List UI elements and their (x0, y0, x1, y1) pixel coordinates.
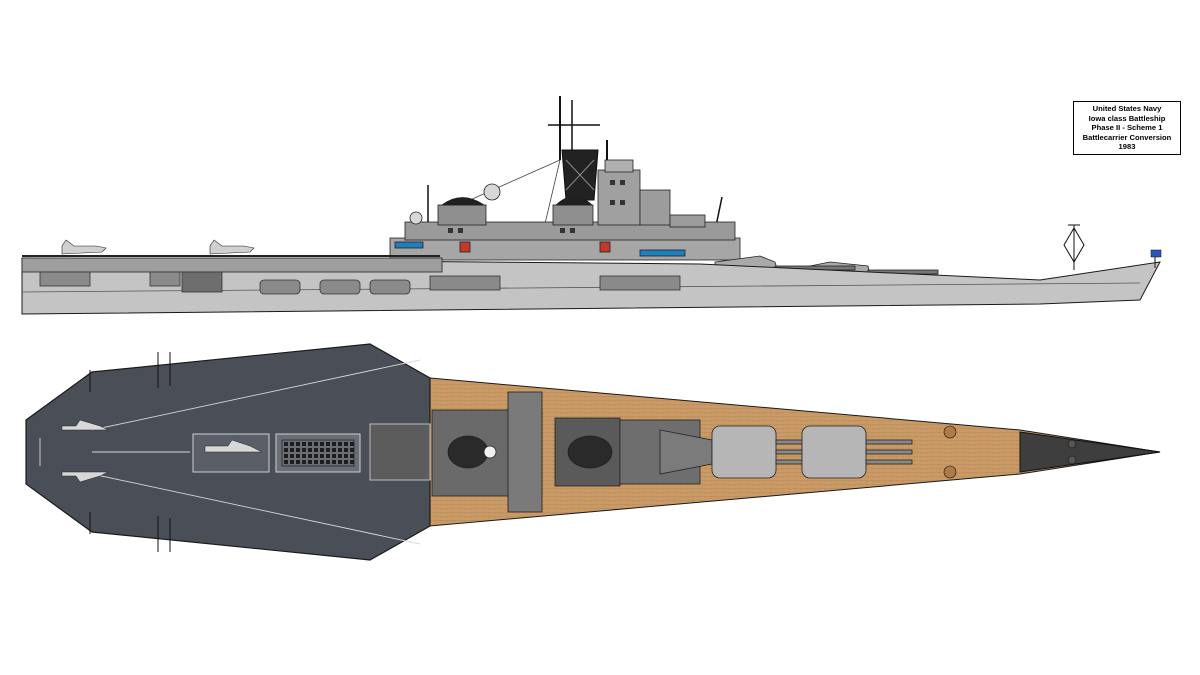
vent-cell (338, 454, 342, 458)
vent-cell (350, 454, 354, 458)
bow-radar-mast (1063, 224, 1085, 270)
turret-1-top (801, 425, 913, 479)
vent-cell (338, 442, 342, 446)
harrier-top-1 (61, 419, 109, 431)
vent-cell (314, 460, 318, 464)
vent-cell (290, 448, 294, 452)
vent-cell (314, 454, 318, 458)
vent-cell (284, 442, 288, 446)
vent-cell (308, 454, 312, 458)
harrier-mid-side (209, 239, 255, 255)
vent-cell (338, 460, 342, 464)
vent-cell (350, 460, 354, 464)
superstructure (389, 159, 741, 274)
vent-cell (302, 442, 306, 446)
vent-cell (320, 460, 324, 464)
vent-cell (284, 460, 288, 464)
vent-cell (302, 454, 306, 458)
aft-turret-platform (369, 423, 431, 481)
vent-cell (344, 448, 348, 452)
vent-cell (296, 442, 300, 446)
caption-line-5: 1983 (1118, 142, 1136, 152)
vent-cell (290, 460, 294, 464)
turret-2-top (711, 425, 815, 479)
vent-cell (344, 442, 348, 446)
vent-cell (290, 442, 294, 446)
forecastle-bow (1019, 431, 1161, 473)
vent-cell (296, 454, 300, 458)
vent-cell (326, 448, 330, 452)
hangar-bays (39, 271, 681, 295)
top-view (25, 343, 1161, 561)
vent-cell (326, 454, 330, 458)
vent-cell (350, 442, 354, 446)
vent-cell (320, 442, 324, 446)
side-antennas (89, 352, 171, 552)
caption-box: United States Navy Iowa class Battleship… (1073, 101, 1181, 155)
vent-cell (314, 442, 318, 446)
vent-cell (290, 454, 294, 458)
vent-cell (320, 448, 324, 452)
vent-cell (332, 448, 336, 452)
anchor-gear (943, 425, 1077, 479)
vent-cell (296, 448, 300, 452)
vent-cell (320, 454, 324, 458)
vent-cell (332, 460, 336, 464)
caption-line-3: Phase II - Scheme 1 (1091, 123, 1163, 133)
vent-cell (284, 454, 288, 458)
vent-cell (332, 454, 336, 458)
vent-cell (302, 448, 306, 452)
vent-cell (326, 442, 330, 446)
vent-cell (332, 442, 336, 446)
vent-cell (308, 460, 312, 464)
vent-cell (302, 460, 306, 464)
flag-icon (1150, 249, 1162, 258)
vent-grid (281, 439, 355, 467)
vent-cell (308, 448, 312, 452)
harrier-top-3 (204, 439, 263, 453)
harrier-top-2 (61, 471, 109, 483)
vent-cell (344, 454, 348, 458)
vent-cell (344, 460, 348, 464)
caption-line-4: Battlecarrier Conversion (1082, 132, 1172, 142)
vent-cell (284, 448, 288, 452)
vent-cell (326, 460, 330, 464)
side-profile (21, 96, 1162, 315)
superstructure-top (431, 391, 713, 513)
elevator-1 (192, 433, 270, 473)
caption-line-2: Iowa class Battleship (1088, 113, 1166, 123)
deck-markings (39, 359, 421, 545)
vent-cell (308, 442, 312, 446)
vent-cell (350, 448, 354, 452)
vent-cell (296, 460, 300, 464)
harrier-aft-side (61, 239, 107, 255)
main-mast (469, 96, 608, 246)
vent-cell (338, 448, 342, 452)
caption-line-1: United States Navy (1092, 104, 1162, 114)
vent-cell (314, 448, 318, 452)
